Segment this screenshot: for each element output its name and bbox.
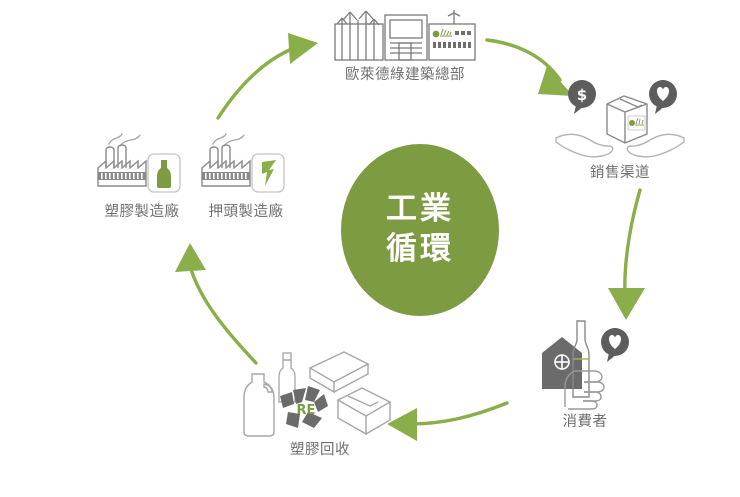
plastic-recycling-icon: RE bbox=[242, 351, 391, 437]
hand-holding-bottle-house-icon bbox=[542, 320, 629, 410]
node-sales-channel[interactable]: $ bbox=[530, 72, 710, 182]
arrow-recycle-to-factory bbox=[175, 243, 258, 365]
heart-bubble-icon bbox=[649, 80, 677, 114]
node-label-nozzle-factory: 押頭製造廠 bbox=[208, 204, 284, 220]
arrow-sales-to-consumer bbox=[608, 188, 645, 320]
dollar-bubble-icon: $ bbox=[568, 80, 596, 114]
consumer-icon-wrap bbox=[500, 315, 670, 413]
node-label-consumer: 消費者 bbox=[562, 414, 608, 430]
svg-text:$: $ bbox=[577, 86, 587, 104]
node-green-building-headquarters[interactable]: 歐萊德綠建築總部 bbox=[270, 2, 540, 84]
arrow-factory-to-hq bbox=[216, 33, 318, 120]
sales-icon-wrap: $ bbox=[530, 72, 710, 164]
center-label-line2: 循環 bbox=[386, 231, 454, 267]
hq-icon-wrap bbox=[270, 2, 540, 64]
factory-bottle-icon bbox=[97, 133, 181, 193]
nozzle-factory-icon-wrap bbox=[192, 128, 300, 200]
factory-nozzle-icon bbox=[201, 133, 285, 193]
squeeze-bottle-icon bbox=[277, 352, 296, 403]
house-icon bbox=[542, 337, 582, 389]
hands-icon bbox=[555, 133, 685, 158]
arrow-consumer-to-recycle bbox=[387, 401, 509, 441]
green-nozzle-shape bbox=[262, 160, 276, 186]
center-label-line1: 工業 bbox=[386, 191, 454, 228]
hand-icon bbox=[564, 370, 605, 410]
green-building-headquarters-icon bbox=[334, 10, 476, 61]
arrow-hq-to-sales bbox=[485, 38, 573, 96]
center-circle: 工業 循環 bbox=[341, 144, 499, 316]
plastic-factory-icon-wrap bbox=[88, 128, 196, 200]
recycle-badge-text: RE bbox=[296, 403, 315, 418]
flat-box-icon bbox=[307, 351, 370, 394]
package-box-icon bbox=[606, 95, 648, 144]
node-label-sales: 銷售渠道 bbox=[590, 165, 650, 181]
plastic-jug-icon bbox=[242, 373, 275, 437]
node-plastic-factory[interactable]: 塑膠製造廠 bbox=[88, 128, 196, 221]
heart-bubble-icon bbox=[601, 328, 629, 362]
green-bottle-shape bbox=[157, 160, 171, 188]
recycle-symbol-icon bbox=[279, 386, 328, 428]
node-label-recycle: 塑膠回收 bbox=[290, 442, 350, 458]
package-in-hands-icon: $ bbox=[555, 80, 685, 158]
bottle-icon bbox=[572, 320, 590, 398]
node-nozzle-factory[interactable]: 押頭製造廠 bbox=[192, 128, 300, 221]
node-consumer[interactable]: 消費者 bbox=[500, 315, 670, 431]
node-label-plastic-factory: 塑膠製造廠 bbox=[104, 204, 180, 220]
node-plastic-recycling[interactable]: RE 塑膠回收 bbox=[230, 340, 410, 459]
recycle-icon-wrap: RE bbox=[230, 340, 410, 440]
node-label-hq: 歐萊德綠建築總部 bbox=[345, 67, 465, 83]
open-box-icon bbox=[336, 387, 391, 436]
